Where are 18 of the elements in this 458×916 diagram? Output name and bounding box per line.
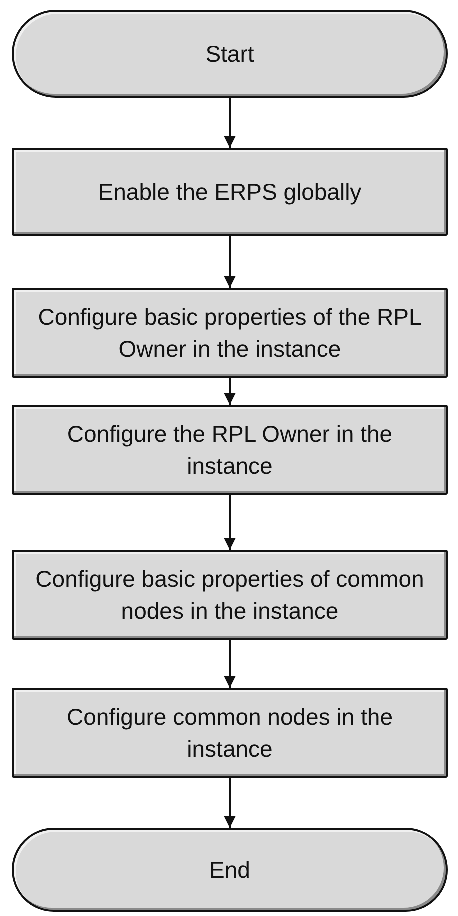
node-label: Enable the ERPS globally: [98, 178, 362, 207]
arrow: [224, 495, 236, 550]
node-label: End: [210, 856, 250, 885]
node-label: Configure basic properties of the RPL Owner in the instance: [37, 303, 423, 364]
process-box: [12, 288, 448, 378]
arrow: [224, 640, 236, 688]
process-box: [12, 148, 448, 236]
node-label: Configure common nodes in the instance: [66, 703, 394, 764]
arrow: [224, 778, 236, 828]
node-label: Configure the RPL Owner in the instance: [66, 420, 394, 481]
arrow: [224, 236, 236, 288]
node-label: Configure basic properties of common nodes in the instance: [34, 565, 426, 626]
process-box: [12, 405, 448, 495]
arrow: [224, 98, 236, 148]
arrow: [224, 378, 236, 405]
process-box: [12, 688, 448, 778]
process-box: [12, 550, 448, 640]
node-label: Start: [206, 40, 254, 69]
